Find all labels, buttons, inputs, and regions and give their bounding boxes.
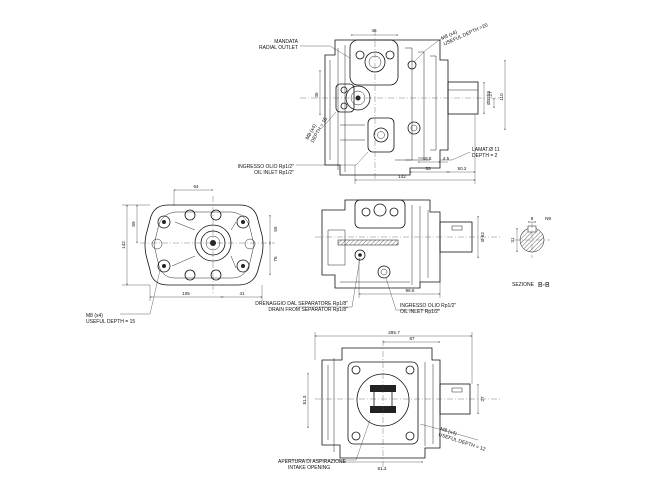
section-dim-n9: N9 (545, 216, 551, 221)
front-m8-depth-label: USEFUL DEPTH = 15 (86, 319, 135, 325)
side-inlet-label-it: INGRESSO OLIO Rp1/2" (400, 303, 456, 309)
bottom-dim-27: 27 (480, 396, 485, 402)
front-dim-55: 55 (273, 226, 278, 232)
bottom-dim-87: 87 (409, 336, 415, 341)
section-b-b: 8 N9 31 SEZIONE B-B (510, 216, 551, 289)
top-outlet-label-it: MANDATA (274, 39, 298, 45)
front-view: 64 89 142 55 76 105 41 M8 (x4) USEFUL DE… (86, 184, 278, 325)
top-outlet-label-en: RADIAL OUTLET (259, 45, 298, 51)
bottom-dim-81-3-vertical: 81.3 (302, 395, 307, 404)
front-dim-105: 105 (182, 291, 190, 296)
top-inlet-label-en: OIL INLET Rp1/2" (254, 170, 294, 176)
section-name: B-B (538, 282, 550, 289)
bottom-intake-label-it: APERTURA DI ASPIRAZIONE (278, 459, 347, 465)
side-view: Ø 62 96.5 DRENAGGIO DAL SEPARATORE Rp1/8… (255, 199, 500, 315)
section-title: SEZIONE (512, 282, 535, 288)
side-inlet-label-en: OIL INLET Rp1/2" (400, 309, 440, 315)
side-drain-label-en: DRAIN FROM SEPARATOR Rp1/8" (268, 307, 348, 313)
top-dim-shaft-dia: Ø32h8 (486, 91, 491, 105)
top-dim-50-2: 50.2 (458, 166, 467, 171)
top-spotface-label: LAMAT.Ø 11 (472, 147, 500, 153)
side-dim-shaft-dia: Ø 62 (480, 232, 485, 242)
top-dim-142: 142 (398, 174, 406, 179)
top-dim-53: 53 (425, 166, 431, 171)
section-dim-31: 31 (510, 237, 515, 243)
front-dim-142: 142 (121, 241, 126, 249)
bottom-m8-depth-label: USEFUL DEPTH = 12 (438, 432, 487, 453)
bottom-m8-label: M8 (x4) (439, 426, 457, 437)
bottom-intake-label-en: INTAKE OPENING (288, 465, 330, 471)
top-view: MANDATA RADIAL OUTLET M8 (x4) USEFUL DEP… (238, 22, 506, 184)
bottom-dim-285-7: 285.7 (388, 330, 400, 335)
bottom-dim-81-3-horizontal: 81.3 (378, 466, 387, 471)
side-drain-label-it: DRENAGGIO DAL SEPARATORE Rp1/8" (255, 301, 348, 307)
front-dim-76: 76 (273, 256, 278, 262)
top-dim-48-5: 48.5 (423, 156, 432, 161)
section-dim-8: 8 (531, 216, 534, 221)
front-m8-label: M8 (x4) (86, 313, 103, 319)
top-dim-46: 46 (371, 28, 377, 33)
top-dim-4-5: 4.5 (443, 156, 450, 161)
top-spotface-depth: DEPTH = 2 (472, 153, 498, 159)
bottom-view: 285.7 87 81.3 27 81.3 M8 (x4) USEFUL DEP… (278, 330, 500, 471)
side-dim-96-5: 96.5 (406, 288, 415, 293)
top-inlet-label-it: INGRESSO OLIO Rp1/2" (238, 164, 294, 170)
front-dim-64: 64 (193, 184, 199, 189)
top-dim-27: 27 (488, 91, 493, 97)
top-dim-45: 45 (314, 92, 319, 98)
top-dim-110: 110 (499, 93, 504, 101)
front-dim-89: 89 (131, 221, 136, 227)
front-dim-41: 41 (239, 291, 245, 296)
